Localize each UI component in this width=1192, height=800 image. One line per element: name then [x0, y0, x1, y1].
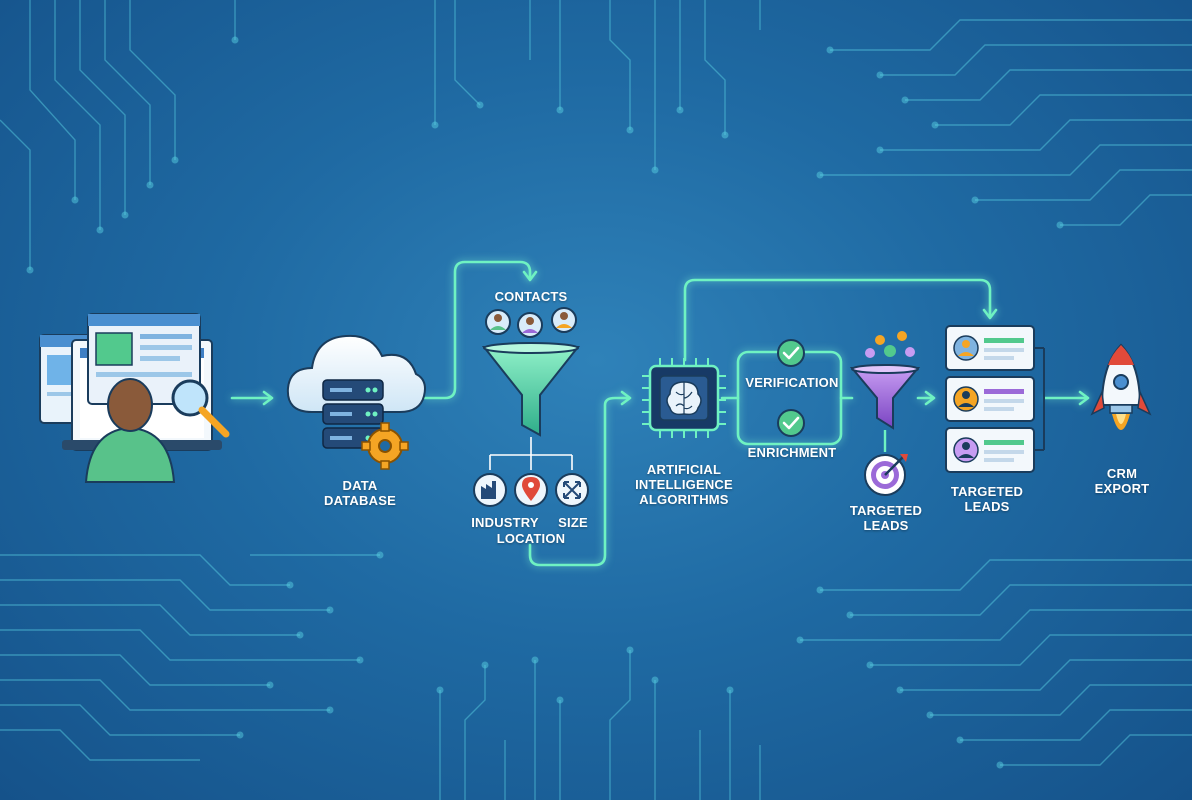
check-circle-icon: [777, 409, 805, 437]
purple-funnel-icon: [849, 331, 921, 452]
contact-card-icon: [945, 427, 1035, 473]
data-database-label: DATA DATABASE: [324, 478, 396, 508]
arrow-database-to-contacts: [423, 260, 532, 400]
gear-icon: [361, 422, 409, 470]
map-pin-icon: [514, 473, 548, 507]
contacts-label: CONTACTS: [494, 289, 568, 304]
lead-cards: [945, 325, 1045, 473]
avatar: [517, 312, 543, 338]
flow-connectors: [230, 260, 1090, 567]
factory-icon: [473, 473, 507, 507]
contact-avatars: [485, 307, 577, 338]
contact-card-icon: [945, 325, 1035, 371]
verification-label: VERIFICATION: [745, 375, 839, 390]
ai-chip-brain-icon: [642, 358, 726, 438]
arrow-ai-to-leads-top: [683, 278, 992, 362]
check-circle-icon: [777, 339, 805, 367]
person-with-magnifier-icon: [39, 313, 230, 483]
expand-icon: [555, 473, 589, 507]
contact-card-icon: [945, 376, 1035, 422]
target-icon: [864, 454, 908, 496]
size-label: SIZE: [558, 515, 588, 530]
crm-export-label: CRM EXPORT: [1094, 466, 1150, 496]
avatar: [485, 309, 511, 335]
industry-label: INDUSTRY: [471, 515, 539, 530]
targeted-leads-funnel-label: TARGETED LEADS: [849, 503, 923, 533]
filter-branches: [489, 437, 573, 470]
targeted-leads-list-label: TARGETED LEADS: [950, 484, 1024, 514]
funnel-icon: [481, 342, 581, 437]
rocket-icon: [1090, 343, 1152, 430]
location-label: LOCATION: [496, 531, 566, 546]
avatar: [551, 307, 577, 333]
ai-algorithms-label: ARTIFICIAL INTELLIGENCE ALGORITHMS: [635, 462, 733, 507]
arrow-filters-to-ai: [528, 396, 630, 567]
cloud-database-icon: [286, 334, 426, 470]
enrichment-label: ENRICHMENT: [747, 445, 837, 460]
